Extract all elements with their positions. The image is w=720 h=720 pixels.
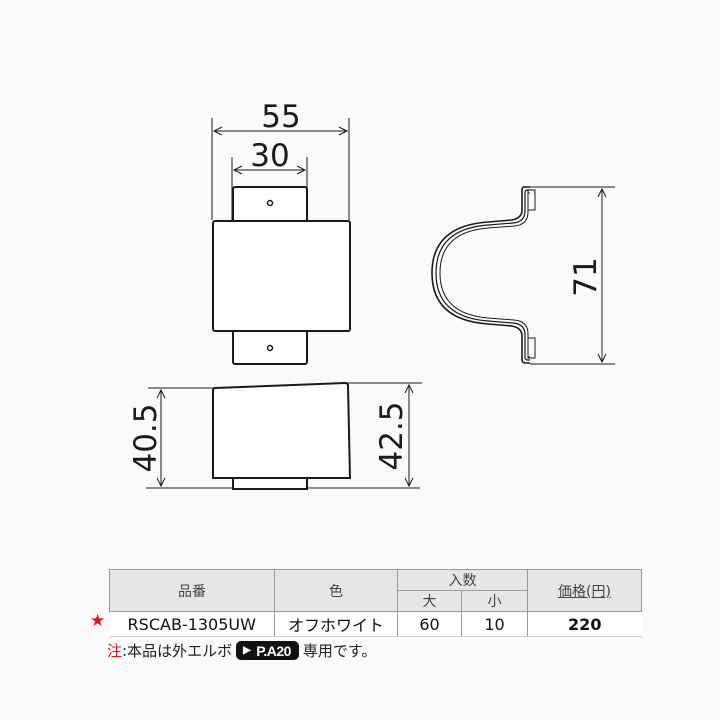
note-text: :本品は外エルボ: [122, 642, 233, 660]
top-view: [212, 186, 351, 365]
dim-40-5: 40.5: [128, 403, 164, 472]
header-quantity-large: 大: [397, 590, 462, 612]
play-arrow-icon: ▶: [243, 645, 251, 656]
header-product-code: 品番: [109, 569, 275, 612]
note-prefix: 注: [107, 642, 123, 660]
cell-price: 220: [527, 611, 642, 637]
cell-color: オフホワイト: [274, 611, 398, 637]
cell-quantity-large: 60: [397, 611, 462, 637]
dim-71: 71: [568, 257, 604, 296]
badge-label: P.A20: [256, 642, 291, 659]
star-marker-icon: ★: [90, 611, 106, 631]
dim-30: 30: [250, 138, 289, 174]
footnote: 注 :本品は外エルボ ▶ P.A20 専用です。: [107, 640, 376, 661]
front-view: [212, 381, 352, 490]
cell-product-code: RSCAB-1305UW: [109, 611, 275, 637]
header-quantity-small: 小: [461, 590, 528, 612]
header-quantity: 入数: [397, 569, 528, 591]
header-color: 色: [274, 569, 398, 612]
table-row: RSCAB-1305UW オフホワイト 60 10 220: [109, 611, 642, 637]
header-price: 価格(円): [527, 569, 642, 612]
side-view: [431, 186, 615, 365]
dim-55: 55: [261, 99, 300, 135]
spec-table: 品番 色 入数 価格(円) 大 小 RSCAB-1305UW オフホワイト 60…: [109, 569, 642, 637]
note-text-after: 専用です。: [302, 642, 377, 660]
technical-drawing: 55 30 71 40.5 42.5: [128, 99, 615, 490]
dim-42-5: 42.5: [374, 401, 410, 470]
page-reference-badge[interactable]: ▶ P.A20: [236, 641, 299, 660]
cell-quantity-small: 10: [461, 611, 528, 637]
